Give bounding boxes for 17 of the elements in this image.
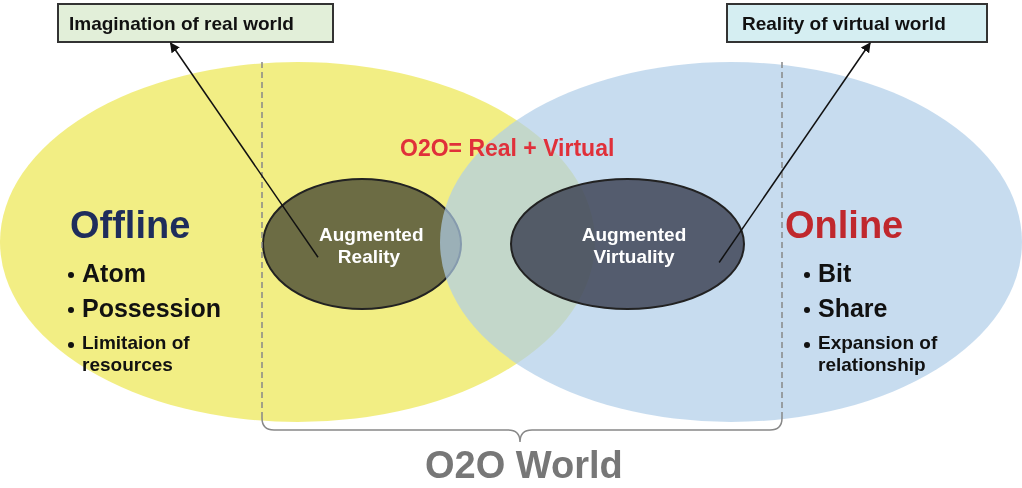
bullet-item: Atom <box>82 259 146 288</box>
arrow <box>718 42 871 264</box>
bullet-item: Share <box>818 294 888 323</box>
region-heading: Online <box>785 204 904 247</box>
bullet-item: Possession <box>82 294 221 323</box>
bullet-item: Expansion of relationship <box>818 332 939 376</box>
callout-text: Reality of virtual world <box>742 13 946 35</box>
region-heading: Offline <box>70 204 191 247</box>
bullet-item: Limitaion of resources <box>82 332 191 376</box>
callout-box <box>57 3 334 43</box>
callout-text: Imagination of real world <box>69 13 294 35</box>
formula-label: O2O= Real + Virtual <box>400 135 615 162</box>
arrow <box>169 42 319 258</box>
callout-box <box>726 3 988 43</box>
bullet-item: Bit <box>818 259 852 288</box>
diagram-label: O2O World <box>425 444 623 487</box>
ellipse-label: Augmented Virtuality <box>580 224 688 268</box>
